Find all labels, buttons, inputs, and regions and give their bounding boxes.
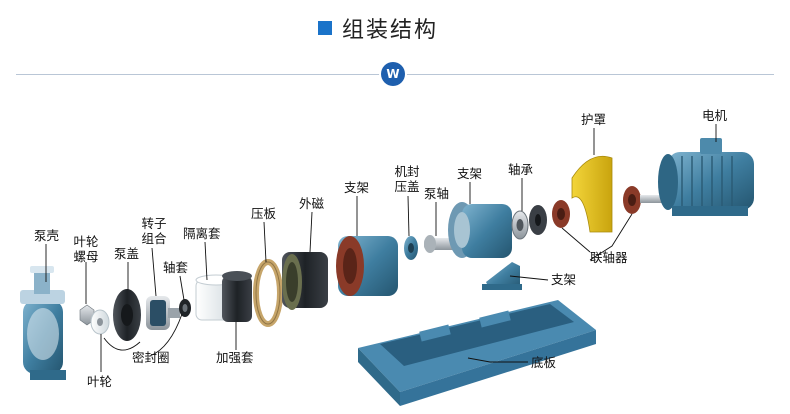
- impeller-part: [90, 309, 110, 335]
- label-bracket-top: 支架: [344, 180, 370, 195]
- page-title: 组装结构: [342, 18, 439, 43]
- outer-magnet-part: [282, 252, 328, 310]
- label-seal-gland: 机封压盖: [394, 164, 420, 194]
- title-bullet-icon: [318, 21, 332, 35]
- label-bearing: 轴承: [508, 162, 534, 177]
- label-seal-ring: 密封圈: [132, 350, 170, 365]
- brand-logo: W: [381, 62, 405, 86]
- label-pump-shaft: 泵轴: [424, 186, 450, 201]
- title-group: 组装结构: [318, 14, 439, 43]
- seal-gland-part: [404, 236, 418, 260]
- shaft-sleeve-part: [179, 299, 191, 317]
- label-rotor-assembly: 转子组合: [141, 216, 167, 246]
- bracket-top-part: [336, 236, 398, 296]
- pump-cover-part: [113, 289, 141, 341]
- coupling-motor-side-part: [623, 186, 664, 214]
- pressure-plate-part: [253, 259, 283, 327]
- label-shaft-sleeve: 轴套: [163, 260, 189, 275]
- label-pump-casing: 泵壳: [34, 228, 60, 243]
- guard-part: [571, 155, 613, 233]
- bracket-main-part: [448, 202, 512, 258]
- motor-part: [658, 138, 754, 216]
- label-reinforcing-sleeve: 加强套: [216, 350, 254, 365]
- coupling-pump-side-part: [552, 200, 570, 228]
- label-bracket-main: 支架: [457, 166, 483, 181]
- label-coupling: 联轴器: [590, 250, 628, 265]
- leader-lines: [45, 124, 717, 372]
- label-outer-magnet: 外磁: [299, 196, 325, 211]
- label-impeller: 叶轮: [87, 374, 113, 389]
- base-plate-part: [358, 300, 596, 406]
- label-foot-bracket: 支架: [551, 272, 577, 287]
- bearing-part: [511, 205, 547, 240]
- label-pump-cover: 泵盖: [114, 246, 140, 261]
- reinforcing-sleeve-part: [222, 271, 252, 322]
- label-guard: 护罩: [581, 112, 607, 127]
- rotor-assembly-part: [146, 296, 180, 330]
- label-impeller-nut: 叶轮螺母: [73, 234, 99, 264]
- label-base-plate: 底板: [531, 355, 557, 370]
- label-motor: 电机: [702, 108, 728, 123]
- label-pressure-plate: 压板: [251, 206, 277, 221]
- foot-bracket-part: [482, 262, 522, 290]
- pump-casing-part: [20, 266, 66, 380]
- header: 组装结构 W: [0, 0, 790, 90]
- label-isolation-sleeve: 隔离套: [183, 226, 221, 241]
